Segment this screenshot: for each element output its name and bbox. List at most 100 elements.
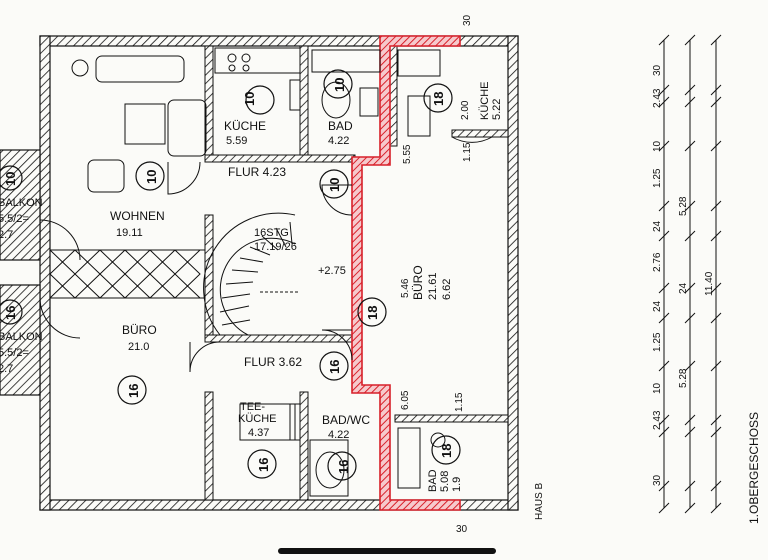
balcony-area-a: 5.5/2= [0, 213, 29, 225]
room-label-teekueche: TEE- [240, 401, 265, 413]
dimension-tick [658, 34, 670, 46]
dimension-tick [684, 360, 696, 372]
room-label-kueche-b: KÜCHE [479, 81, 491, 120]
level-marker: +2.75 [318, 265, 346, 277]
dimension-tick [710, 502, 722, 514]
room-label-badwc: BAD/WC [322, 413, 370, 427]
room-area-bad-b-2: 1.9 [451, 477, 463, 492]
dimension-tick [658, 282, 670, 294]
dim-outer-2: 2.43 [652, 88, 663, 108]
dimension-tick [710, 282, 722, 294]
circle-markers [0, 69, 461, 481]
circle-label-6: 16 [126, 384, 141, 398]
interior-dim-5: 6.05 [400, 390, 411, 410]
dim-inner-3: 5.28 [678, 368, 689, 388]
dimension-tick [658, 360, 670, 372]
room-area-badwc: 4.22 [328, 429, 349, 441]
dimension-tick [658, 480, 670, 492]
circle-label-3: 10 [144, 170, 159, 184]
room-area-buero-b: 21.61 [427, 272, 439, 300]
dimension-tick [684, 230, 696, 242]
room-area-buero: 21.0 [128, 341, 149, 353]
dim-inner-2: 24 [678, 282, 689, 294]
dimension-tick [684, 282, 696, 294]
circle-label-5: 18 [431, 92, 446, 106]
dimension-tick [710, 360, 722, 372]
room-label-teekueche-2: KÜCHE [238, 413, 277, 425]
circle-label-12: 10 [3, 172, 18, 186]
balcony-area-b: 5.5/2= [0, 347, 29, 359]
highlighted-partition-wall [351, 35, 461, 511]
house-label: HAUS B [534, 482, 545, 520]
room-label-stg: 16STG [254, 227, 289, 239]
dimension-tick [684, 480, 696, 492]
balcony-area-a-2: 2.7 [0, 229, 13, 241]
dimension-tick [658, 84, 670, 96]
interior-dim-2: 2.00 [460, 100, 471, 120]
room-area-kueche-b: 5.22 [491, 99, 503, 120]
room-area-bad-b: 5.08 [439, 471, 451, 492]
room-label-kueche-a: KÜCHE [224, 119, 266, 133]
dimension-tick [658, 312, 670, 324]
dimension-tick [658, 140, 670, 152]
dimension-tick [684, 140, 696, 152]
circle-label-8: 16 [336, 460, 351, 474]
dim-total: 11.40 [704, 271, 715, 296]
dim-outer-10: 2.43 [652, 410, 663, 430]
dim-outer-4: 1.25 [652, 168, 663, 188]
dim-outer-3: 10 [652, 140, 663, 152]
dimension-tick [710, 414, 722, 426]
dimension-tick [710, 84, 722, 96]
interior-dim-1: 5.46 [400, 278, 411, 298]
spiral-staircase [203, 212, 300, 336]
dimension-tick [684, 34, 696, 46]
dimension-tick [658, 502, 670, 514]
dim-outer-6: 2.76 [652, 252, 663, 272]
dim-outer-11: 30 [652, 474, 663, 486]
dimension-tick [710, 312, 722, 324]
interior-dim-7: 30 [462, 14, 473, 26]
dimension-tick [684, 502, 696, 514]
interior-dim-6: 1.15 [454, 392, 465, 412]
dimension-tick [710, 230, 722, 242]
circle-label-2: 10 [332, 78, 347, 92]
circle-label-11: 18 [439, 444, 454, 458]
room-label-bad-b: BAD [427, 469, 439, 492]
interior-dim-4: 5.55 [402, 144, 413, 164]
dimension-tick [658, 426, 670, 438]
dim-outer-5: 24 [652, 220, 663, 232]
circle-label-10: 18 [365, 306, 380, 320]
dim-inner-1: 5.28 [678, 196, 689, 216]
circle-label-9: 16 [327, 360, 342, 374]
room-label-buero: BÜRO [122, 323, 157, 337]
dimension-tick [710, 480, 722, 492]
room-area-wohnen: 19.11 [116, 227, 143, 239]
dimension-tick [684, 96, 696, 108]
room-label-flur-a: FLUR 4.23 [228, 165, 286, 179]
room-area-bad-a: 4.22 [328, 135, 349, 147]
home-indicator[interactable] [278, 548, 496, 554]
room-area-kueche-a: 5.59 [226, 135, 247, 147]
dimension-tick [710, 200, 722, 212]
room-label-bad-a: BAD [328, 119, 353, 133]
dimension-tick [710, 96, 722, 108]
dim-outer-1: 30 [652, 64, 663, 76]
room-area-teekueche: 4.37 [248, 427, 269, 439]
circle-label-13: 16 [3, 306, 18, 320]
dimension-lines [658, 34, 722, 514]
dimension-tick [684, 312, 696, 324]
interior-dim-8: 30 [456, 524, 468, 535]
circle-label-7: 16 [256, 458, 271, 472]
balcony-left [0, 149, 41, 396]
dim-outer-9: 10 [652, 382, 663, 394]
dimension-tick [658, 414, 670, 426]
dimension-tick [710, 426, 722, 438]
dimension-tick [710, 140, 722, 152]
dimension-tick [684, 84, 696, 96]
doors [39, 136, 493, 373]
interior-walls [204, 45, 509, 501]
living-room-furniture [71, 55, 207, 193]
dimension-tick [710, 34, 722, 46]
interior-dim-3: 1.15 [462, 142, 473, 162]
